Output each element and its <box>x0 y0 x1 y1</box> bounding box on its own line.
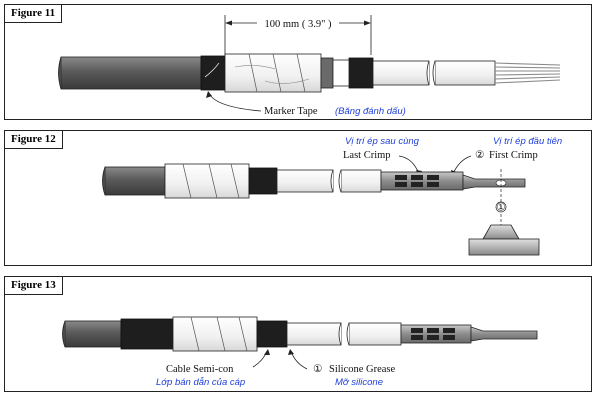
silicone-grease-number: ① <box>313 363 323 375</box>
silicone-grease-vi-label: Mỡ silicone <box>335 377 383 388</box>
cable-semicon-label: Cable Semi-con <box>166 364 234 375</box>
figure-13-label: Figure 13 <box>5 277 63 295</box>
figure-11-panel: Figure 11 100 mm ( 3.9" ) <box>4 4 592 120</box>
last-crimp-vi-label: Vị trí ép sau cùng <box>345 136 420 147</box>
first-crimp-vi-label: Vị trí ép đầu tiên <box>493 136 562 147</box>
figure-13-panel: Figure 13 Cable Semi-con L <box>4 276 592 392</box>
cable-semicon-vi-label: Lớp bán dẫn của cáp <box>156 377 245 388</box>
marker-tape-vi-label: (Băng đánh dấu) <box>335 106 406 117</box>
cable-figure-13 <box>62 316 538 352</box>
figure-11-drawing: 100 mm ( 3.9" ) Marker T <box>58 15 561 117</box>
figure-11-label: Figure 11 <box>5 5 63 23</box>
marker-tape-leader <box>208 92 262 112</box>
figure-12-panel: Figure 12 Vị trí ép sau cùng Last Crimp … <box>4 130 592 266</box>
first-crimp-label: First Crimp <box>489 150 538 161</box>
figure-12-drawing: Vị trí ép sau cùng Last Crimp Vị trí ép … <box>102 136 562 256</box>
figure-12-label: Figure 12 <box>5 131 63 149</box>
dimension-text: 100 mm ( 3.9" ) <box>265 19 332 30</box>
figure-13-drawing: Cable Semi-con Lớp bán dẫn của cáp ① Sil… <box>62 316 538 388</box>
marker-tape-label: Marker Tape <box>264 106 318 117</box>
dimension-indicator <box>224 15 372 55</box>
cable-figure-12 <box>102 163 526 199</box>
die-number: ① <box>496 202 506 214</box>
last-crimp-label: Last Crimp <box>343 150 391 161</box>
silicone-grease-label: Silicone Grease <box>329 364 396 375</box>
first-crimp-number: ② <box>475 149 485 161</box>
cable-figure-11 <box>58 53 561 93</box>
crimp-die <box>468 224 540 256</box>
